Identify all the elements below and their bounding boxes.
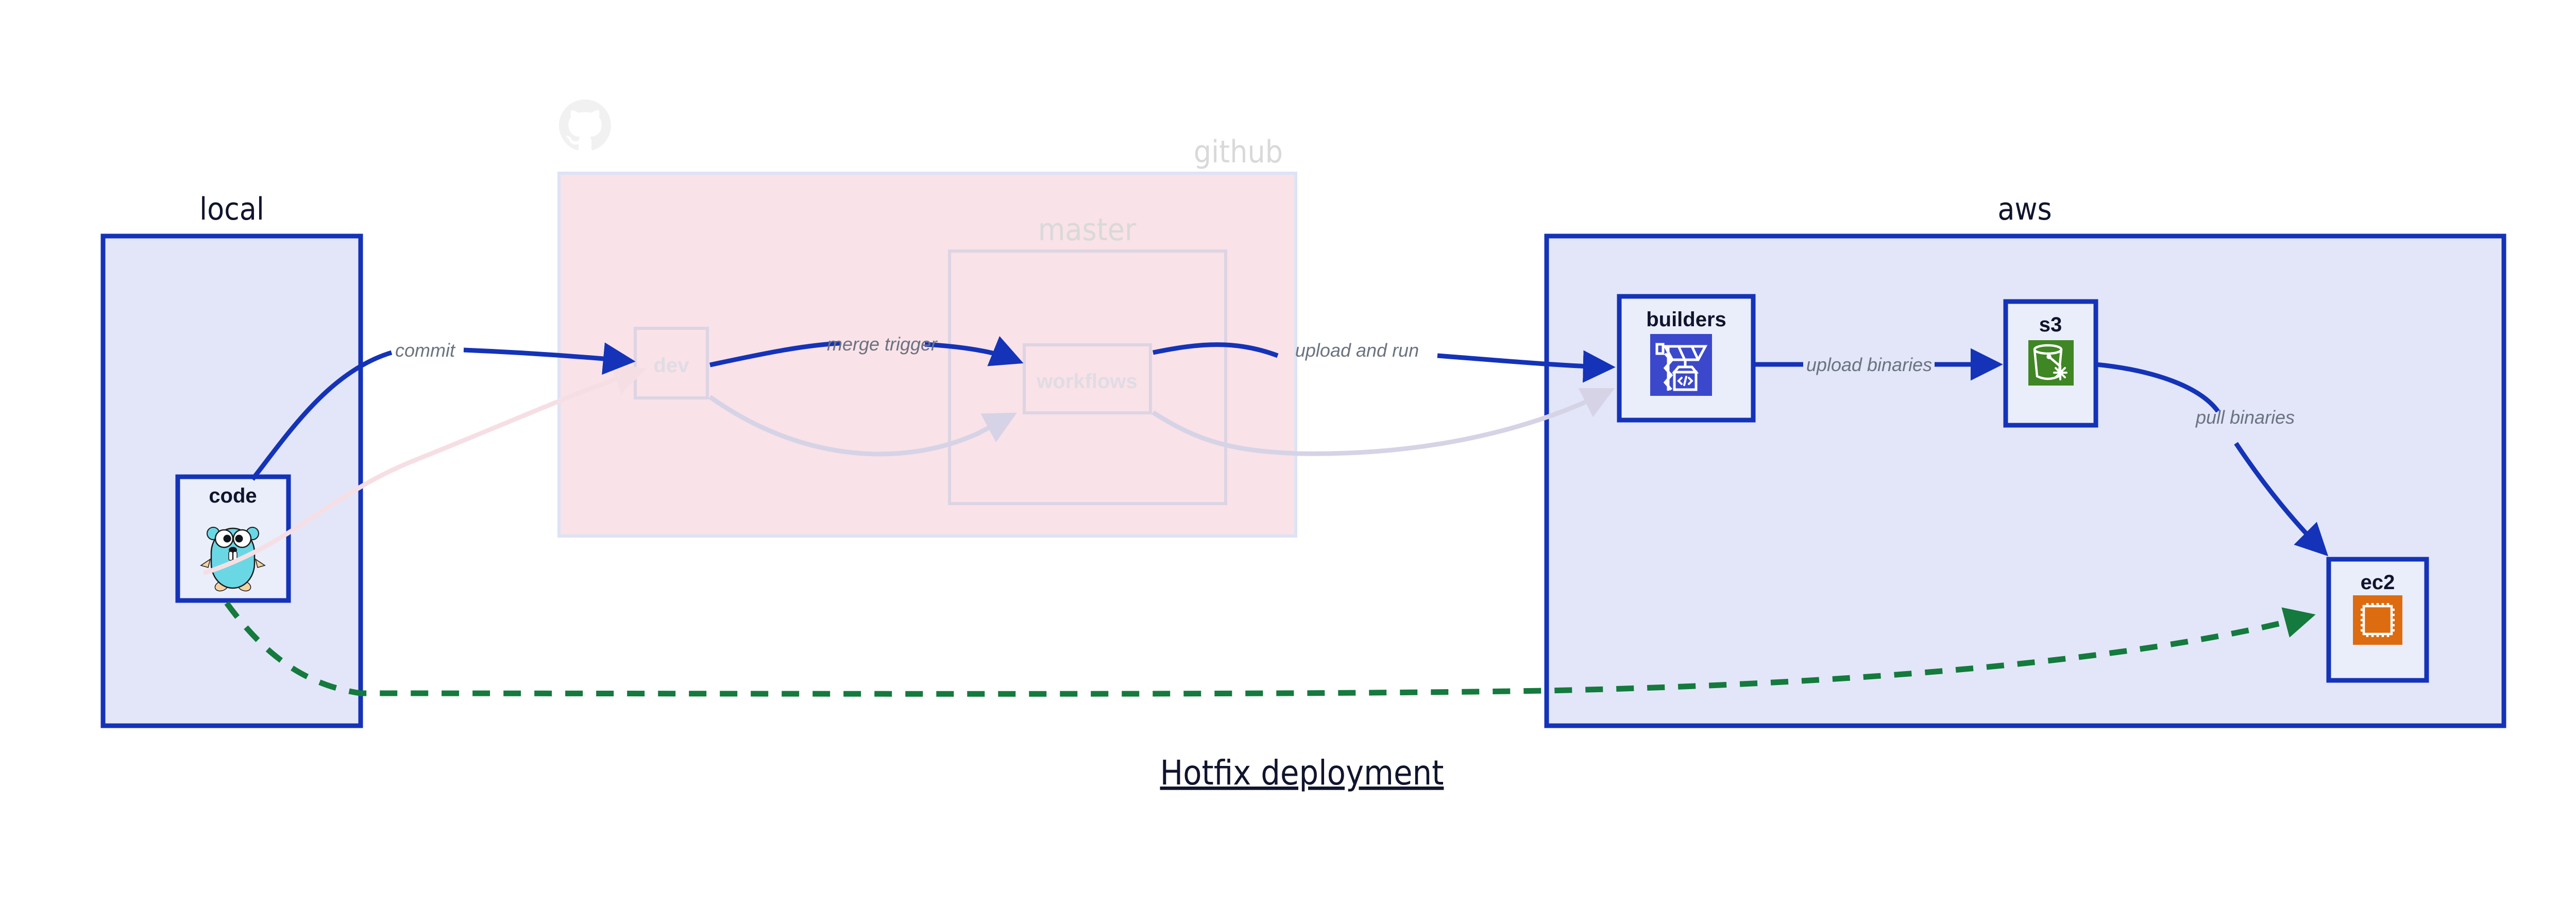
edge-upload-and-run-seg1	[1153, 342, 1279, 358]
node-workflows-label: workflows	[1036, 370, 1138, 393]
aws-s3-glacier-icon	[2028, 340, 2074, 386]
node-builders[interactable]: builders	[1617, 294, 1756, 423]
edge-merge-trigger-seg1	[709, 341, 840, 368]
node-s3[interactable]: s3	[2003, 299, 2098, 428]
node-workflows-box[interactable]	[1023, 343, 1152, 414]
edge-label-pull-binaries: pull binaries	[2195, 407, 2295, 428]
edge-label-commit: commit	[395, 340, 456, 361]
group-github: github master dev workflows	[557, 99, 1297, 538]
edge-hotfix-direct	[224, 601, 2316, 697]
go-gopher-icon	[200, 527, 266, 592]
page-title: Hotfix deployment	[1160, 753, 1444, 793]
edge-dev-to-workflows-faded	[708, 395, 1017, 457]
node-ec2-label: ec2	[2361, 571, 2395, 594]
edge-code-to-dev-faded	[202, 363, 647, 576]
group-local: local code	[100, 191, 363, 728]
edge-label-merge-trigger: merge trigger	[827, 333, 938, 355]
node-dev-label: dev	[654, 354, 690, 377]
group-label-master: master	[1038, 212, 1137, 248]
group-label-aws: aws	[1997, 191, 2052, 227]
master-container	[948, 249, 1227, 505]
edge-pull-binaries-seg2	[2234, 442, 2329, 557]
group-label-local: local	[199, 191, 264, 227]
aws-codebuild-icon	[1650, 334, 1712, 396]
edge-pull-binaries-seg1	[2095, 362, 2220, 413]
node-code[interactable]: code	[175, 474, 291, 603]
group-aws: aws builders	[1544, 191, 2506, 728]
github-octocat-icon	[559, 99, 611, 151]
node-workflows[interactable]: workflows	[1023, 343, 1152, 414]
edge-commit-seg1	[250, 350, 393, 481]
group-label-github: github	[1194, 134, 1283, 170]
edge-upload-and-run-seg2	[1437, 350, 1616, 383]
node-builders-label: builders	[1646, 308, 1726, 331]
github-container	[557, 172, 1297, 538]
aws-ec2-chip-icon	[2353, 595, 2402, 645]
edge-merge-trigger-seg2	[924, 336, 1024, 366]
group-master: master	[948, 212, 1227, 505]
edge-workflows-to-builders-faded	[1151, 388, 1615, 456]
node-s3-label: s3	[2039, 313, 2062, 336]
edge-label-upload-binaries: upload binaries	[1806, 354, 1932, 375]
edge-label-upload-and-run: upload and run	[1295, 340, 1419, 361]
node-ec2[interactable]: ec2	[2326, 557, 2429, 683]
edge-commit-seg2	[463, 342, 636, 375]
node-code-label: code	[209, 485, 257, 507]
